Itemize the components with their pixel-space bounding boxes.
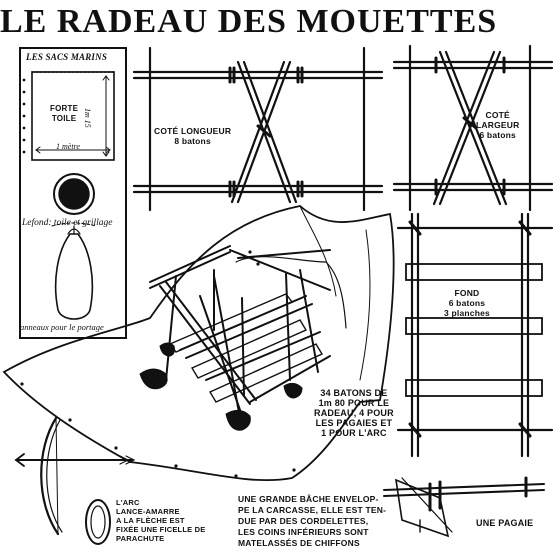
side-length-label: COTÉ LONGUEUR 8 batons bbox=[154, 126, 232, 146]
side-length-frame bbox=[132, 46, 384, 212]
side-length-lashings bbox=[228, 66, 304, 198]
side-width-lashings bbox=[434, 56, 506, 196]
raft-frame bbox=[149, 245, 331, 419]
sacs-heading: LES SACS MARINS bbox=[26, 52, 108, 62]
raft-tarp-inner bbox=[235, 256, 347, 329]
bottom-frame-sticks bbox=[396, 212, 554, 458]
bottom-frame-lashings bbox=[408, 220, 532, 438]
bow-drawing bbox=[40, 416, 63, 536]
sac-fabric-rect bbox=[31, 71, 115, 161]
sac-bottom-disc bbox=[53, 173, 95, 215]
sacs-fabric-label: FORTE TOILE bbox=[50, 104, 79, 123]
sacs-width-label: 1 mètre bbox=[56, 142, 80, 151]
sacs-height-label: 1m 15 bbox=[83, 108, 92, 128]
paddle-drawing bbox=[383, 476, 545, 538]
arrow-drawing bbox=[14, 453, 136, 467]
parachute-cord-coil bbox=[85, 499, 111, 545]
sac-panel-frame bbox=[19, 47, 127, 339]
raft-padded-corners bbox=[139, 342, 303, 431]
tarp-outline bbox=[2, 205, 395, 482]
page-title: LE RADEAU DES MOUETTES bbox=[0, 3, 498, 40]
side-width-label: COTÉ LARGEUR 6 batons bbox=[476, 110, 520, 140]
sticks-note: 34 BATONS DE 1m 80 POUR LE RADEAU, 4 POU… bbox=[314, 388, 394, 438]
tarp-note: UNE GRANDE BÂCHE ENVELOP- PE LA CARCASSE… bbox=[238, 494, 387, 548]
side-width-frame bbox=[392, 44, 554, 212]
sac-ring-holes bbox=[22, 78, 26, 154]
bow-note: L'ARC LANCE-AMARRE A LA FLÈCHE EST FIXÉE… bbox=[116, 498, 206, 543]
sacs-bottom-label: Lefond: toile et grillage bbox=[22, 218, 113, 228]
sac-bag-drawing bbox=[51, 222, 97, 320]
paddle-label: UNE PAGAIE bbox=[476, 518, 534, 528]
tarp-grommets bbox=[20, 250, 296, 478]
bottom-frame-label: FOND 6 batons 3 planches bbox=[444, 288, 490, 318]
sacs-handle-label: anneaux pour le portage bbox=[20, 322, 104, 332]
sac-width-dimension bbox=[35, 146, 111, 154]
sac-height-dimension bbox=[102, 75, 110, 157]
bottom-frame-planks bbox=[405, 263, 543, 397]
